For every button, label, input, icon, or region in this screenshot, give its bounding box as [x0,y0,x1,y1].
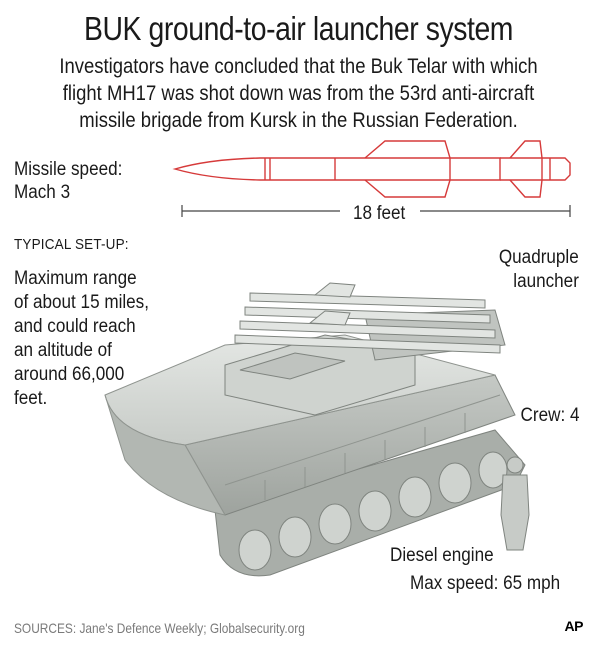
range-line-3: and could reach [14,316,136,337]
crew-label: Crew: 4 [520,405,579,426]
max-speed-label: Max speed: 65 mph [410,573,561,594]
range-line-1: Maximum range [14,268,137,289]
missile-speed-value: Mach 3 [14,182,71,203]
crew-figure [500,456,530,551]
sources-note: SOURCES: Jane's Defence Weekly; Globalse… [14,620,305,636]
length-dimension-line [181,205,571,217]
missile-speed-label: Missile speed: [14,159,123,180]
range-line-6: feet. [14,388,48,409]
intro-line-3: missile brigade from Kursk in the Russia… [79,109,518,132]
vehicle-front-plate [104,394,226,516]
range-line-2: of about 15 miles, [14,292,149,313]
engine-label: Diesel engine [390,545,494,566]
quadruple-missiles [234,282,501,354]
vehicle-tracks [214,429,526,577]
range-line-4: an altitude of [14,340,112,361]
intro-line-1: Investigators have concluded that the Bu… [59,55,538,78]
missile-outline [172,140,571,198]
missile-diagram [172,140,571,217]
setup-heading: TYPICAL SET-UP: [14,236,129,253]
hull-side-panels [224,394,501,500]
buk-launcher-illustration [104,282,530,577]
ap-logo: AP [564,618,584,634]
page-title: BUK ground-to-air launcher system [83,10,514,47]
range-line-5: around 66,000 [14,364,125,385]
missile-length-label: 18 feet [353,203,406,224]
intro-line-2: flight MH17 was shot down was from the 5… [62,82,535,105]
launcher-label-line-1: Quadruple [499,247,579,268]
launcher-label-line-2: launcher [513,271,579,292]
vehicle-turret [224,334,416,416]
